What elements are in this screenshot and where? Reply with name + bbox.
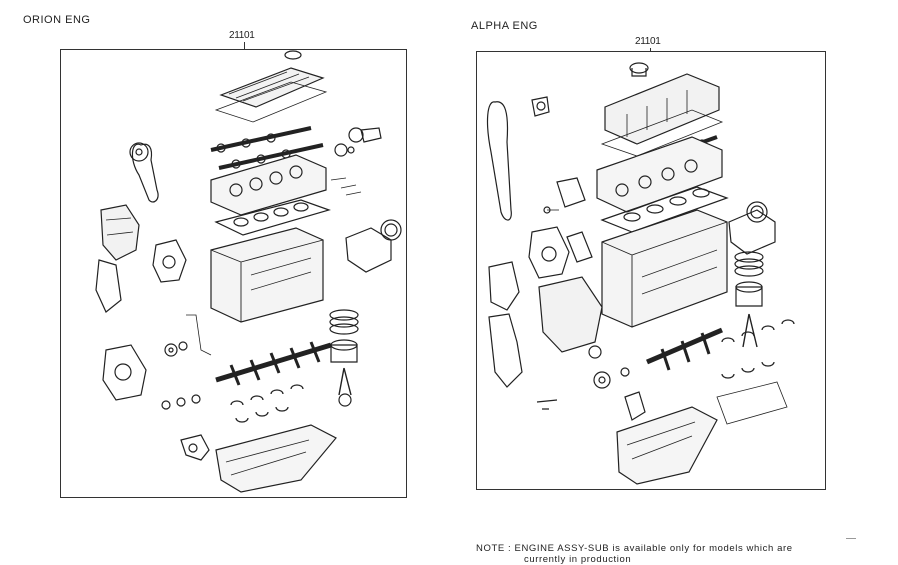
alpha-section-title: ALPHA ENG (471, 20, 538, 32)
alpha-pistons (734, 251, 764, 348)
orion-cam-parts (334, 127, 382, 157)
orion-rear-seal (345, 219, 402, 273)
alpha-crankshaft (646, 327, 723, 371)
alpha-valve-cover (600, 73, 724, 157)
orion-front-covers (95, 259, 147, 401)
availability-note: NOTE : ENGINE ASSY-SUB is available only… (476, 543, 793, 565)
alpha-engine-block (601, 209, 728, 328)
orion-camshafts (210, 126, 324, 170)
alpha-water-pump (528, 226, 593, 279)
orion-engine-block (210, 227, 324, 323)
orion-timing-belt (129, 142, 159, 203)
alpha-bearings (716, 319, 795, 425)
orion-head-gasket (214, 199, 331, 236)
orion-bearings (230, 384, 304, 423)
alpha-part-number: 21101 (635, 36, 661, 47)
alpha-rear-seal (728, 201, 776, 255)
note-line-1: NOTE : ENGINE ASSY-SUB is available only… (476, 543, 793, 554)
stray-mark (846, 538, 856, 539)
alpha-timing-belt (486, 96, 550, 221)
orion-exploded-diagram (95, 50, 402, 493)
orion-part-number: 21101 (229, 30, 255, 41)
orion-timing-cover (100, 204, 140, 261)
orion-section-title: ORION ENG (23, 14, 91, 26)
orion-oil-pan (215, 424, 337, 493)
alpha-diagram-panel (476, 51, 826, 490)
orion-oil-pump (180, 434, 210, 461)
alpha-leader-line (650, 48, 651, 52)
alpha-head-gasket (600, 186, 729, 233)
alpha-small-parts (536, 367, 646, 421)
orion-leader-line (244, 42, 245, 50)
alpha-bracket (543, 177, 586, 214)
orion-small-parts (161, 314, 212, 410)
note-line-2: currently in production (524, 554, 632, 565)
orion-water-pump (152, 239, 187, 283)
alpha-oil-pan (616, 406, 718, 485)
orion-diagram-panel (60, 49, 407, 498)
orion-cylinder-head (210, 154, 362, 216)
orion-valve-cover (214, 67, 328, 123)
alpha-filler-cap (629, 62, 649, 77)
alpha-cylinder-head (596, 136, 723, 213)
orion-crankshaft (215, 341, 332, 386)
orion-pistons (329, 309, 359, 407)
alpha-exploded-diagram (486, 62, 795, 485)
alpha-timing-covers (488, 261, 603, 388)
